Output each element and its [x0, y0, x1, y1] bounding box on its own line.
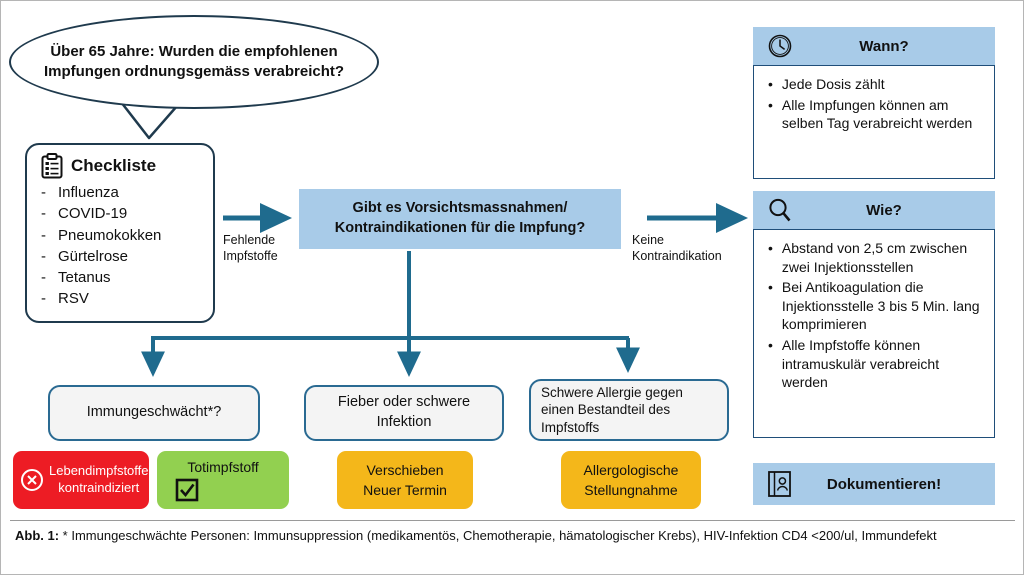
decision-line1: Gibt es Vorsichtsmassnahmen/ [352, 200, 568, 217]
checkbox-checked-icon [175, 478, 199, 501]
caption-divider [10, 520, 1015, 521]
panel-header-wie: Wie? [753, 191, 995, 229]
list-item-label: Gürtelrose [58, 247, 129, 265]
list-item: • Alle Impfstoffe können intramuskulär ve… [762, 336, 986, 392]
caption-label: Abb. 1: [15, 528, 60, 543]
outcome-box-allergy: Schwere Allergie gegen einen Bestandteil… [529, 379, 729, 441]
decision-text: Gibt es Vorsichtsmassnahmen/ Kontraindik… [335, 199, 586, 238]
dash: - [41, 247, 46, 265]
outcome-box-fever: Fieber oder schwere Infektion [304, 385, 504, 441]
bullet: • [768, 96, 773, 113]
figure-caption: Abb. 1: * Immungeschwächte Personen: Imm… [15, 527, 955, 545]
panel-list: • Abstand von 2,5 cm zwischen zwei Injekt… [762, 239, 986, 392]
dash: - [41, 205, 46, 223]
checklist-card: Checkliste -Influenza -COVID-19 -Pneumok… [25, 143, 215, 323]
list-item-label: Alle Impfstoffe können intramuskulär ver… [781, 337, 940, 391]
bullet: • [768, 337, 773, 354]
action-label-line1: Verschieben [366, 462, 444, 479]
list-item: • Alle Impfungen können am selben Tag ver… [762, 96, 986, 133]
magnifier-icon [769, 198, 791, 222]
list-item: • Abstand von 2,5 cm zwischen zwei Injekt… [762, 239, 986, 276]
action-label: Totimpfstoff [187, 459, 259, 476]
list-item: • Jede Dosis zählt [762, 75, 986, 94]
list-item-label: Alle Impfungen können am selben Tag vera… [781, 96, 973, 132]
list-item: -COVID-19 [39, 203, 203, 224]
action-chip-inactivated-vaccine: Totimpfstoff [157, 451, 289, 509]
clipboard-icon [41, 153, 63, 179]
list-item-label: Bei Antikoagulation die Injektionsstelle… [781, 279, 980, 333]
list-item-label: Influenza [58, 184, 119, 201]
action-label-line2: Neuer Termin [363, 481, 447, 498]
speech-bubble-text: Über 65 Jahre: Wurden die empfohlenen Im… [43, 43, 345, 80]
action-label-line1: Lebendimpfstoffe [49, 463, 149, 479]
record-book-person-icon [768, 471, 791, 497]
action-label-line2: kontraindiziert [58, 480, 140, 495]
dash: - [41, 184, 46, 201]
decision-box: Gibt es Vorsichtsmassnahmen/ Kontraindik… [299, 189, 621, 249]
bullet: • [768, 240, 773, 256]
document-bar: Dokumentieren! [753, 463, 995, 505]
action-label-line2: Stellungnahme [584, 481, 678, 498]
list-item: -Pneumokokken [39, 225, 203, 246]
action-chip-postpone: Verschieben Neuer Termin [337, 451, 473, 509]
panel-title: Wie? [866, 201, 902, 219]
dash: - [41, 226, 46, 244]
list-item-label: RSV [58, 290, 89, 308]
outcome-box-immunocompromised: Immungeschwächt*? [48, 385, 260, 441]
panel-header-wann: Wann? [753, 27, 995, 65]
arrow-label-left: Fehlende Impfstoffe [223, 233, 278, 264]
outcome-label: Immungeschwächt*? [86, 404, 222, 421]
dash: - [41, 290, 46, 308]
bullet: • [768, 76, 773, 92]
checklist-title: Checkliste [71, 156, 157, 175]
list-item-label: Jede Dosis zählt [781, 76, 885, 92]
caption-text: * Immungeschwächte Personen: Immunsuppre… [59, 528, 937, 543]
list-item: -RSV [39, 288, 203, 309]
outcome-label: Fieber oder schwere Infektion [337, 394, 471, 430]
list-item: -Tetanus [39, 267, 203, 288]
panel-body-wie: • Abstand von 2,5 cm zwischen zwei Injekt… [753, 229, 995, 438]
checklist-items: -Influenza -COVID-19 -Pneumokokken -Gürt… [39, 182, 203, 310]
outcome-label: Schwere Allergie gegen einen Bestandteil… [541, 384, 683, 435]
speech-bubble: Über 65 Jahre: Wurden die empfohlenen Im… [9, 15, 379, 109]
action-chip-allergology-opinion: Allergologische Stellungnahme [561, 451, 701, 509]
list-item: • Bei Antikoagulation die Injektionsstell… [762, 278, 986, 334]
list-item-label: Tetanus [58, 269, 111, 287]
list-item: -Influenza [39, 182, 203, 203]
bullet: • [768, 279, 773, 296]
panel-body-wann: • Jede Dosis zählt • Alle Impfungen können… [753, 65, 995, 179]
list-item-label: COVID-19 [58, 205, 128, 223]
decision-line2: Kontraindikationen für die Impfung? [334, 220, 586, 236]
action-label-line1: Allergologische [583, 462, 679, 479]
arrow-label-right: Keine Kontraindikation [632, 233, 722, 264]
list-item-label: Abstand von 2,5 cm zwischen zwei Injekti… [781, 240, 968, 275]
dash: - [41, 269, 46, 287]
list-item: -Gürtelrose [39, 246, 203, 267]
document-bar-title: Dokumentieren! [826, 475, 942, 493]
checklist-header: Checkliste [41, 153, 203, 179]
action-chip-live-vaccine-contraindicated: Lebendimpfstoffe kontraindiziert [13, 451, 149, 509]
panel-title: Wann? [859, 37, 909, 55]
circle-x-icon [21, 469, 43, 491]
list-item-label: Pneumokokken [58, 226, 162, 244]
clock-icon [768, 34, 792, 58]
panel-list: • Jede Dosis zählt • Alle Impfungen können… [762, 75, 986, 133]
